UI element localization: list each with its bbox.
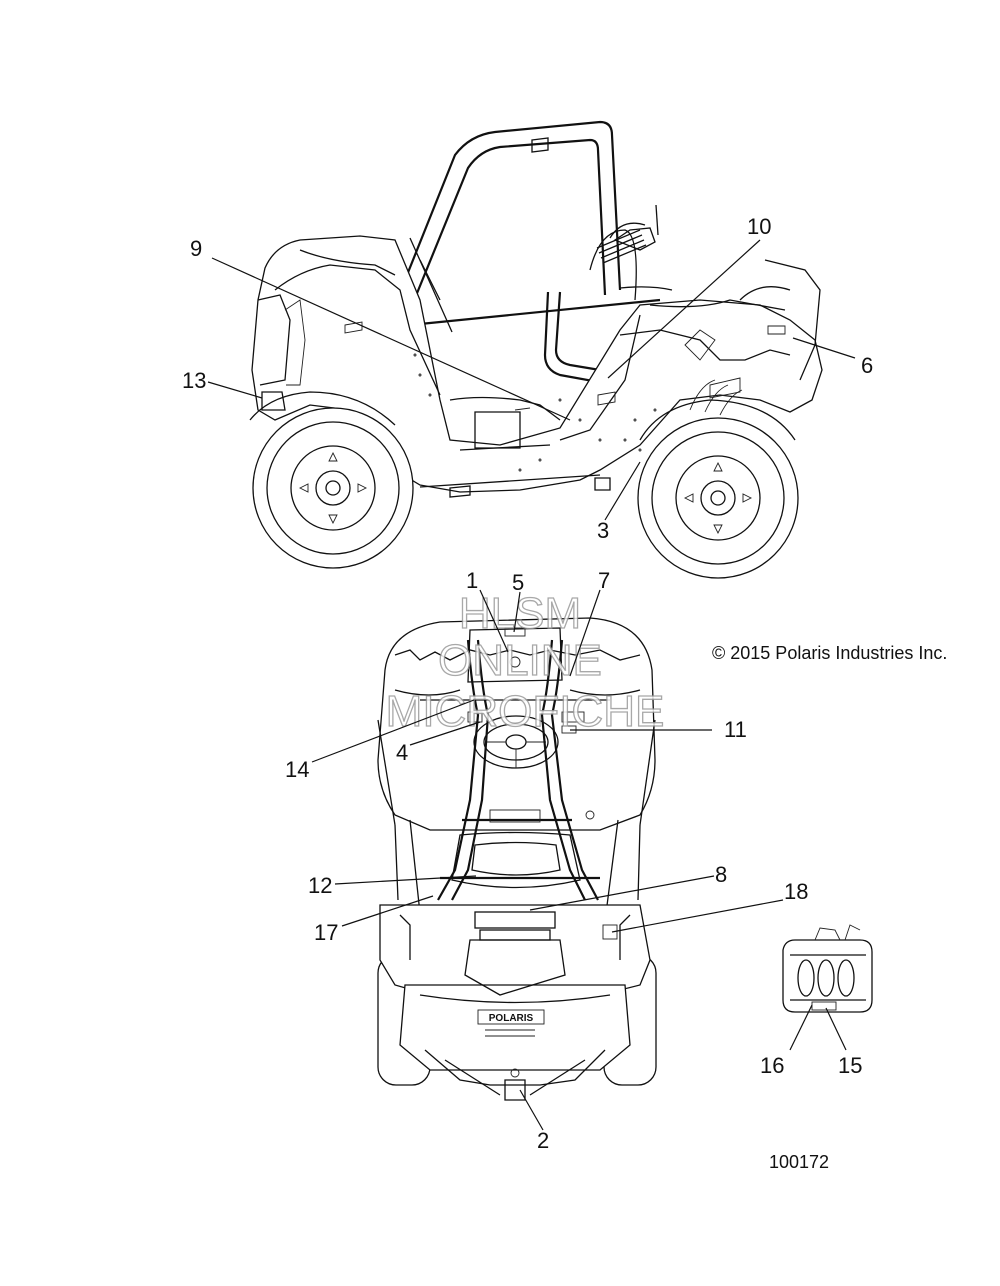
callout-7: 7 <box>598 568 610 593</box>
steering-wheel <box>473 715 559 769</box>
callout-9: 9 <box>190 236 202 261</box>
callout-11: 11 <box>724 717 747 742</box>
watermark: HLSM ONLINE MICROFICHE <box>385 588 665 736</box>
callout-3: 3 <box>597 518 609 543</box>
front-wheel <box>252 407 414 569</box>
callout-2: 2 <box>537 1128 549 1153</box>
steering-boot <box>596 204 659 264</box>
callout-6: 6 <box>861 353 873 378</box>
copyright-notice: © 2015 Polaris Industries Inc. <box>712 643 947 663</box>
callout-18: 18 <box>784 879 808 904</box>
callout-5: 5 <box>512 570 524 595</box>
callout-13: 13 <box>182 368 206 393</box>
watermark-line-1: HLSM <box>459 589 581 638</box>
callout-12: 12 <box>308 873 332 898</box>
fuel-tank-detail <box>782 924 873 1013</box>
callout-8: 8 <box>715 862 727 887</box>
watermark-line-2: ONLINE <box>438 636 602 685</box>
rear-badge: POLARIS <box>477 1009 545 1037</box>
roll-cage <box>383 120 673 387</box>
side-view-vehicle <box>249 120 823 579</box>
figure-number: 100172 <box>769 1152 829 1172</box>
callout-10: 10 <box>747 214 771 239</box>
callout-15: 15 <box>838 1053 862 1078</box>
callout-4: 4 <box>396 740 408 765</box>
leader-lines <box>207 239 856 1131</box>
callout-1: 1 <box>466 568 478 593</box>
watermark-line-3: MICROFICHE <box>386 687 665 736</box>
polaris-badge-text: POLARIS <box>489 1013 534 1024</box>
callouts: 1 2 3 4 5 6 7 8 9 10 11 12 13 14 15 16 1… <box>182 214 873 1153</box>
callout-16: 16 <box>760 1053 784 1078</box>
rear-wheel <box>637 417 799 579</box>
callout-14: 14 <box>285 757 309 782</box>
callout-17: 17 <box>314 920 338 945</box>
top-view-vehicle: POLARIS <box>377 617 657 1101</box>
